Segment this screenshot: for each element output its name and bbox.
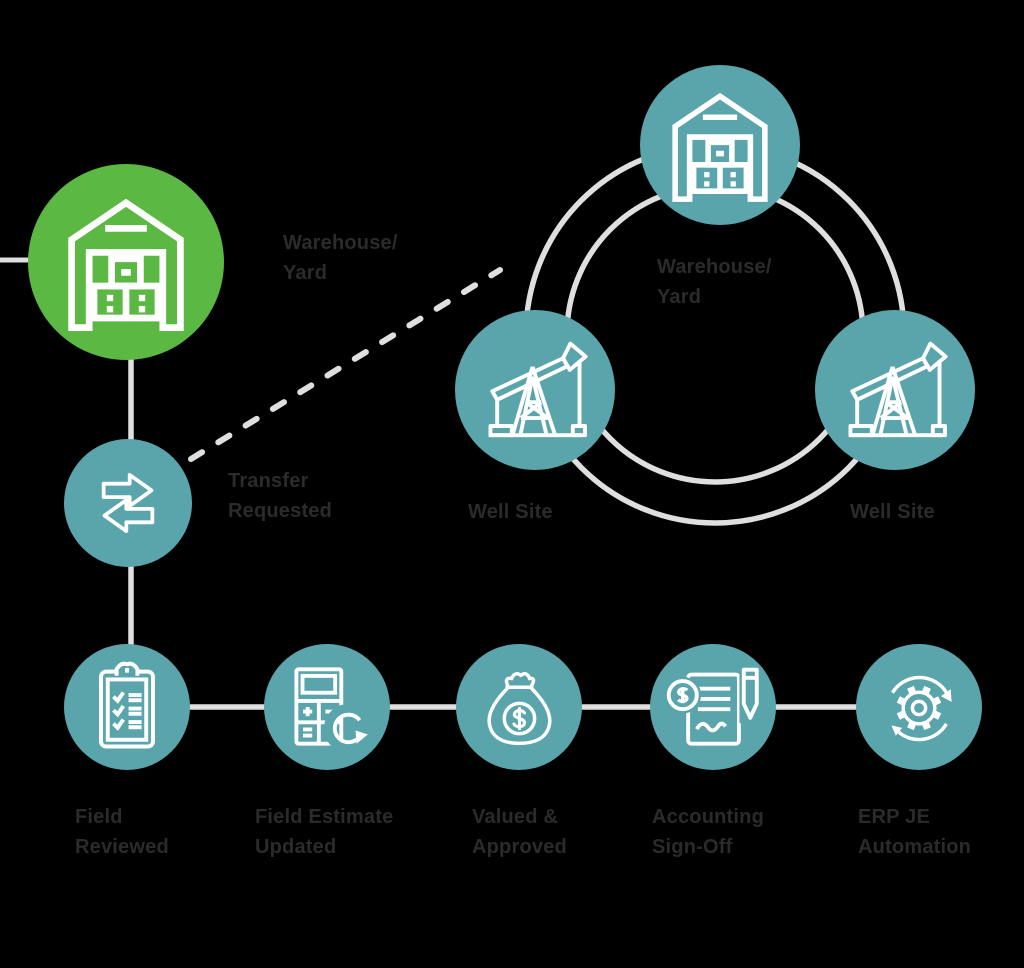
pump-jack-icon bbox=[834, 329, 956, 451]
step-accounting-signoff-label: Accounting Sign-Off bbox=[652, 806, 764, 858]
transfer-arrows-icon bbox=[86, 461, 170, 545]
step-valued-approved-label: Valued & Approved bbox=[472, 806, 567, 858]
warehouse-yard-label: Warehouse/ Yard bbox=[283, 232, 398, 284]
step-accounting-signoff-node bbox=[650, 644, 776, 770]
well-site-left-label: Well Site bbox=[468, 501, 553, 523]
step-field-estimate-label: Field Estimate Updated bbox=[255, 806, 394, 858]
transfer-dashed-connector bbox=[188, 267, 503, 462]
step-valued-approved-node bbox=[456, 644, 582, 770]
pump-jack-icon bbox=[474, 329, 596, 451]
warehouse-yard-node bbox=[28, 164, 224, 360]
step-field-reviewed-label: Field Reviewed bbox=[75, 806, 169, 858]
well-site-right-node bbox=[815, 310, 975, 470]
step-erp-automation-node bbox=[856, 644, 982, 770]
well-site-left-node bbox=[455, 310, 615, 470]
gear-sync-icon bbox=[868, 656, 970, 758]
step-field-estimate-node bbox=[264, 644, 390, 770]
calculator-refresh-icon bbox=[276, 656, 378, 758]
step-erp-automation-label: ERP JE Automation bbox=[858, 806, 972, 858]
well-site-right-label: Well Site bbox=[850, 501, 935, 523]
network-warehouse-node bbox=[640, 65, 800, 225]
transfer-requested-label: Transfer Requested bbox=[228, 470, 333, 522]
warehouse-icon bbox=[654, 79, 786, 211]
warehouse-icon bbox=[46, 182, 206, 342]
network-warehouse-label: Warehouse/ Yard bbox=[657, 256, 772, 308]
transfer-requested-node bbox=[64, 439, 192, 567]
money-bag-icon bbox=[473, 661, 565, 753]
document-signature-icon bbox=[659, 653, 767, 761]
network-inner-ring bbox=[564, 183, 866, 485]
clipboard-checklist-icon bbox=[75, 655, 179, 759]
step-field-reviewed-node bbox=[64, 644, 190, 770]
